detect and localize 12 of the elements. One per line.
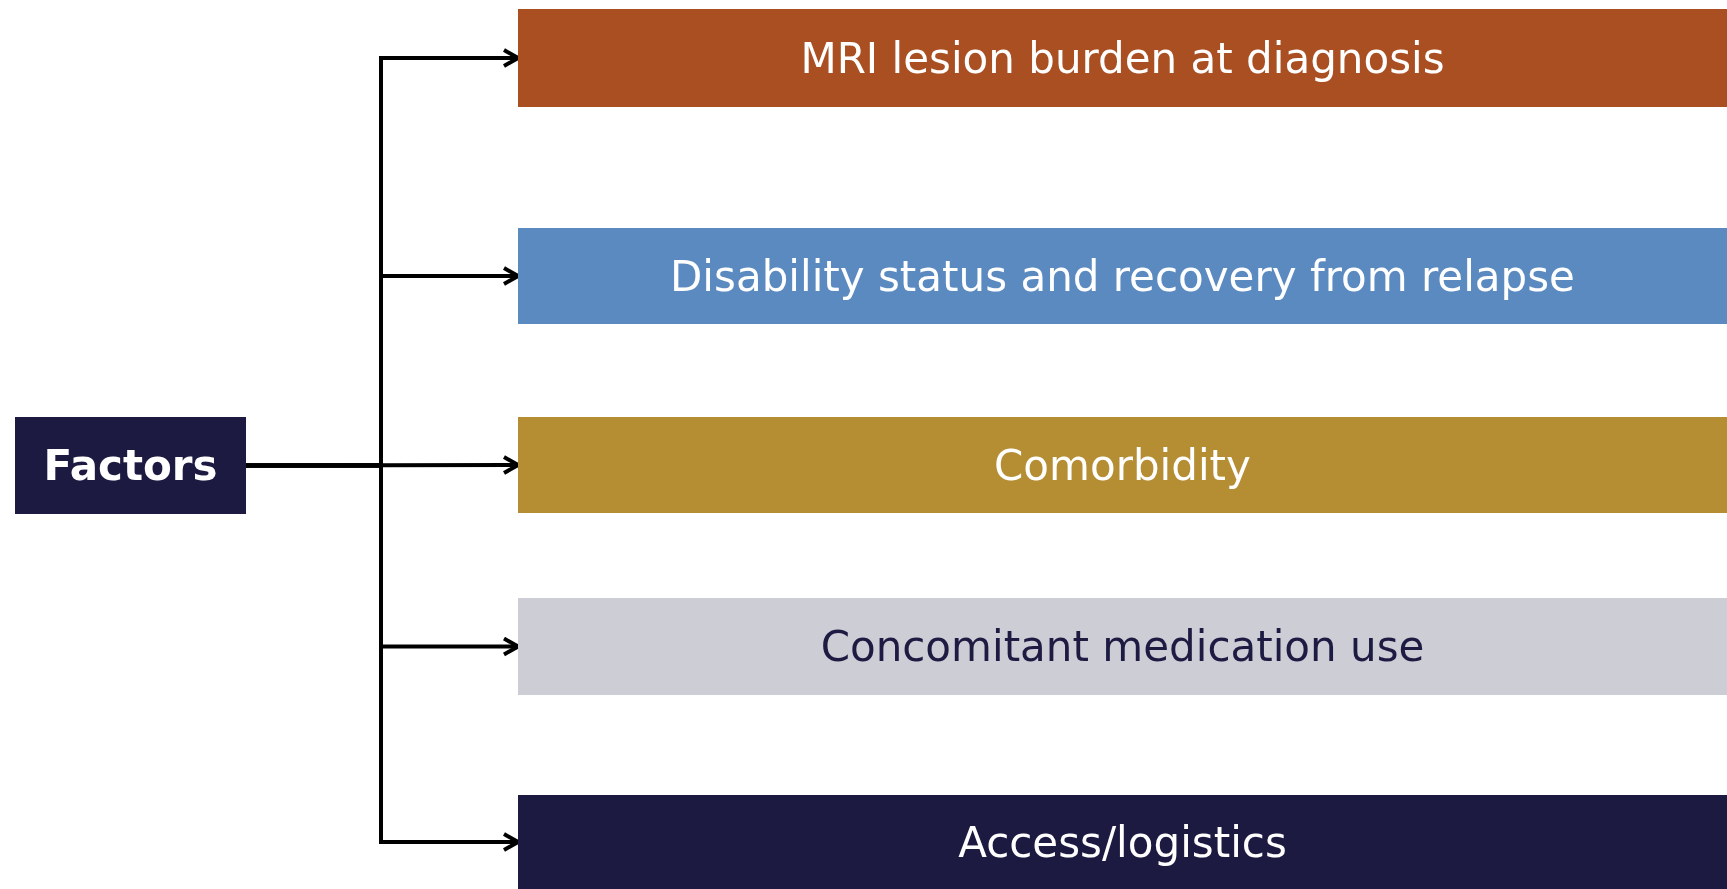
factor-label: Comorbidity — [994, 440, 1251, 490]
factor-label: MRI lesion burden at diagnosis — [800, 33, 1445, 83]
factor-bar — [518, 795, 1727, 889]
source-label: Factors — [43, 441, 218, 490]
factor-bar — [518, 417, 1727, 513]
factor-label: Disability status and recovery from relapse — [670, 251, 1575, 301]
factor-label: Concomitant medication use — [820, 622, 1425, 671]
source-box — [15, 417, 246, 514]
factor-label: Access/logistics — [958, 817, 1287, 867]
factor-bar — [518, 228, 1727, 324]
factor-bar — [518, 9, 1727, 107]
factor-bar — [518, 598, 1727, 695]
